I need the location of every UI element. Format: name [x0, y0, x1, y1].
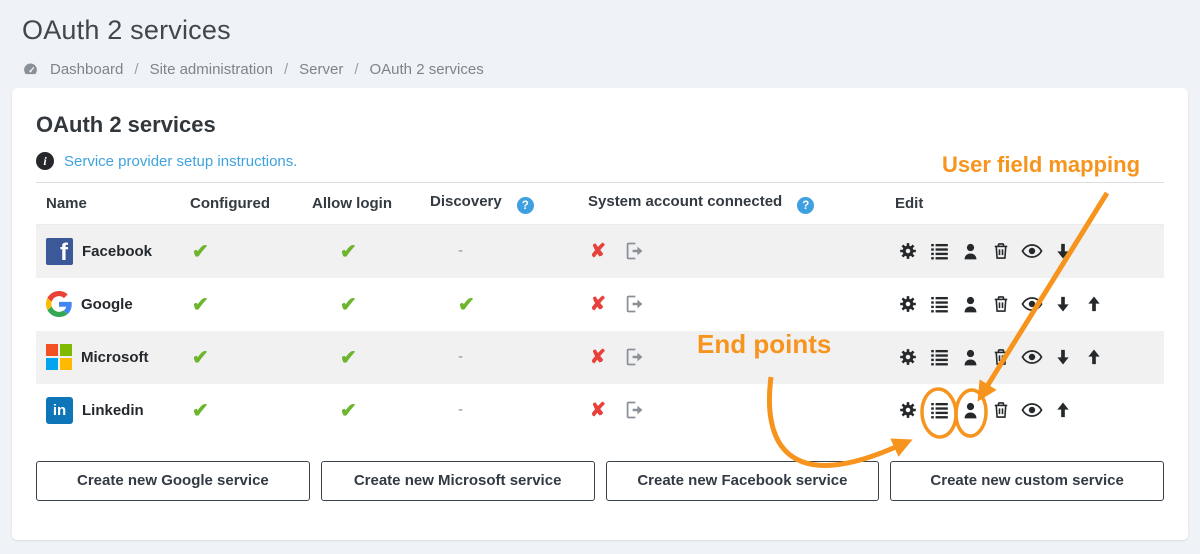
user-field-mapping-icon[interactable]	[959, 399, 981, 421]
settings-icon[interactable]	[897, 293, 919, 315]
discovery-check-icon: ✔	[458, 293, 475, 316]
create-google-service-button[interactable]: Create new Google service	[36, 460, 310, 501]
delete-icon[interactable]	[990, 399, 1012, 421]
connect-system-account-icon[interactable]	[623, 240, 645, 262]
column-system-account: System account connected?	[578, 182, 885, 225]
allow-login-check-icon: ✔	[340, 346, 357, 369]
move-up-icon[interactable]	[1083, 346, 1105, 368]
configured-check-icon: ✔	[192, 240, 209, 263]
user-field-mapping-icon[interactable]	[959, 293, 981, 315]
system-account-help-icon[interactable]: ?	[797, 197, 815, 215]
user-field-mapping-icon[interactable]	[959, 346, 981, 368]
table-header-row: Name Configured Allow login Discovery? S…	[36, 182, 1164, 225]
oauth-services-card: OAuth 2 services i Service provider setu…	[12, 88, 1188, 540]
table-row-microsoft: Microsoft ✔ ✔ - ✘	[36, 330, 1164, 384]
breadcrumb: Dashboard / Site administration / Server…	[22, 61, 1178, 78]
setup-instructions-link[interactable]: Service provider setup instructions.	[64, 152, 298, 170]
breadcrumb-current: OAuth 2 services	[369, 61, 484, 78]
discovery-none: -	[458, 242, 463, 260]
dashboard-gauge-icon	[22, 61, 39, 78]
breadcrumb-site-administration[interactable]: Site administration	[149, 61, 273, 78]
provider-name: Microsoft	[81, 348, 149, 366]
allow-login-check-icon: ✔	[340, 240, 357, 263]
breadcrumb-separator: /	[134, 61, 139, 78]
endpoints-icon[interactable]	[928, 293, 950, 315]
breadcrumb-separator: /	[283, 61, 289, 78]
configured-check-icon: ✔	[192, 346, 209, 369]
page-header: OAuth 2 services Dashboard / Site admini…	[0, 0, 1200, 78]
provider-name: Google	[81, 295, 133, 313]
connect-system-account-icon[interactable]	[623, 293, 645, 315]
user-field-mapping-icon[interactable]	[959, 240, 981, 262]
configured-check-icon: ✔	[192, 399, 209, 422]
endpoints-icon[interactable]	[928, 240, 950, 262]
discovery-none: -	[458, 348, 463, 365]
info-icon: i	[36, 152, 54, 170]
move-down-icon[interactable]	[1052, 293, 1074, 315]
endpoints-icon[interactable]	[928, 346, 950, 368]
delete-icon[interactable]	[990, 293, 1012, 315]
create-service-buttons: Create new Google service Create new Mic…	[36, 460, 1164, 501]
delete-icon[interactable]	[990, 240, 1012, 262]
discovery-help-icon[interactable]: ?	[516, 197, 534, 215]
oauth-services-table: Name Configured Allow login Discovery? S…	[36, 182, 1164, 437]
connect-system-account-icon[interactable]	[623, 399, 645, 421]
move-up-icon[interactable]	[1083, 293, 1105, 315]
configured-check-icon: ✔	[192, 293, 209, 316]
column-edit: Edit	[885, 182, 1164, 225]
provider-name: Facebook	[82, 242, 153, 260]
settings-icon[interactable]	[897, 346, 919, 368]
move-down-icon[interactable]	[1052, 346, 1074, 368]
system-account-cross-icon: ✘	[590, 399, 606, 421]
endpoints-icon[interactable]	[928, 399, 950, 421]
allow-login-check-icon: ✔	[340, 293, 357, 316]
table-row-linkedin: in Linkedin ✔ ✔ - ✘	[36, 384, 1164, 437]
column-discovery: Discovery?	[420, 182, 578, 225]
facebook-logo: f	[46, 237, 73, 265]
card-heading: OAuth 2 services	[36, 112, 216, 137]
hide-icon[interactable]	[1021, 346, 1043, 368]
microsoft-logo	[46, 344, 72, 370]
table-row-google: Google ✔ ✔ ✔ ✘	[36, 278, 1164, 331]
allow-login-check-icon: ✔	[340, 399, 357, 422]
connect-system-account-icon[interactable]	[623, 346, 645, 368]
hide-icon[interactable]	[1021, 293, 1043, 315]
create-microsoft-service-button[interactable]: Create new Microsoft service	[320, 460, 595, 501]
hide-icon[interactable]	[1021, 240, 1043, 262]
settings-icon[interactable]	[897, 399, 919, 421]
settings-icon[interactable]	[897, 240, 919, 262]
setup-instructions-row: i Service provider setup instructions.	[36, 152, 1164, 170]
column-name: Name	[36, 182, 180, 225]
column-allow-login: Allow login	[302, 182, 420, 225]
breadcrumb-dashboard[interactable]: Dashboard	[50, 61, 124, 78]
breadcrumb-server[interactable]: Server	[299, 61, 344, 78]
system-account-cross-icon: ✘	[590, 293, 606, 315]
linkedin-logo: in	[46, 396, 73, 424]
system-account-cross-icon: ✘	[590, 240, 606, 262]
provider-name: Linkedin	[82, 401, 144, 419]
hide-icon[interactable]	[1021, 399, 1043, 421]
google-logo	[46, 291, 72, 317]
move-up-icon[interactable]	[1052, 399, 1074, 421]
create-facebook-service-button[interactable]: Create new Facebook service	[605, 460, 880, 501]
page-title: OAuth 2 services	[22, 15, 231, 45]
system-account-cross-icon: ✘	[590, 346, 606, 368]
discovery-none: -	[458, 401, 463, 418]
table-row-facebook: f Facebook ✔ ✔ - ✘	[36, 224, 1164, 278]
breadcrumb-separator: /	[354, 61, 359, 78]
column-configured: Configured	[180, 182, 302, 225]
create-custom-service-button[interactable]: Create new custom service	[890, 460, 1164, 501]
delete-icon[interactable]	[990, 346, 1012, 368]
move-down-icon[interactable]	[1052, 240, 1074, 262]
